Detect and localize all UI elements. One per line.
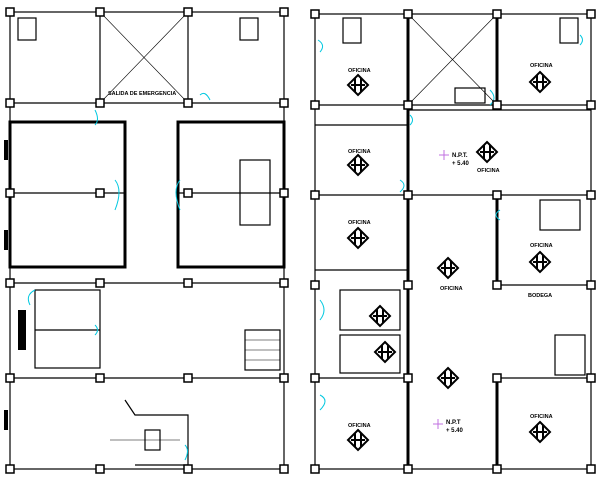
room-label-oficina: OFICINA (348, 423, 371, 429)
ceiling-light-icon (475, 140, 499, 164)
right-outer-wall (314, 13, 592, 470)
left-columns (5, 7, 289, 474)
left-room-a (8, 120, 127, 269)
room-label-oficina: OFICINA (530, 243, 553, 249)
ceiling-light-symbols (346, 70, 552, 452)
level-marker: N.P.T + 5.40 (433, 419, 464, 434)
ceiling-light-icon (346, 226, 370, 250)
elevator (239, 159, 271, 226)
ceiling-light-icon (436, 256, 460, 280)
level-marker: N.P.T. + 5.40 (439, 150, 470, 167)
stairs-right (554, 334, 586, 376)
svg-text:+ 5.40: + 5.40 (452, 161, 470, 167)
room-label-oficina: OFICINA (348, 68, 371, 74)
svg-text:+ 5.40: + 5.40 (446, 428, 464, 434)
ceiling-light-icon (346, 428, 370, 452)
ceiling-light-icon (346, 73, 370, 97)
room-label-oficina: OFICINA (440, 286, 463, 292)
svg-text:N.P.T.: N.P.T. (452, 153, 468, 159)
emergency-exit-label: SALIDA DE EMERGENCIA (108, 91, 176, 97)
right-floor-plan: OFICINA OFICINA OFICINA OFICINA OFICINA … (310, 9, 596, 474)
room-label-oficina: OFICINA (477, 168, 500, 174)
ceiling-light-icon (436, 366, 460, 390)
room-label-oficina: OFICINA (348, 220, 371, 226)
ceiling-light-icon (528, 250, 552, 274)
svg-text:N.P.T: N.P.T (446, 420, 461, 426)
ceiling-light-icon (368, 304, 392, 328)
level-marker-icon (433, 419, 443, 429)
level-marker-icon (439, 150, 449, 160)
room-label-oficina: OFICINA (530, 414, 553, 420)
left-outer-wall (9, 11, 285, 470)
left-floor-plan: SALIDA DE EMERGENCIA (4, 7, 289, 474)
ceiling-light-icon (528, 420, 552, 444)
ceiling-light-icon (528, 70, 552, 94)
ceiling-light-icon (373, 340, 397, 364)
door-swings (27, 92, 211, 461)
room-label-bodega: BODEGA (528, 293, 552, 299)
ceiling-light-icon (346, 153, 370, 177)
column-grid-right (310, 9, 596, 474)
room-label-oficina: OFICINA (348, 149, 371, 155)
left-room-b (176, 120, 286, 269)
room-label-oficina: OFICINA (530, 63, 553, 69)
